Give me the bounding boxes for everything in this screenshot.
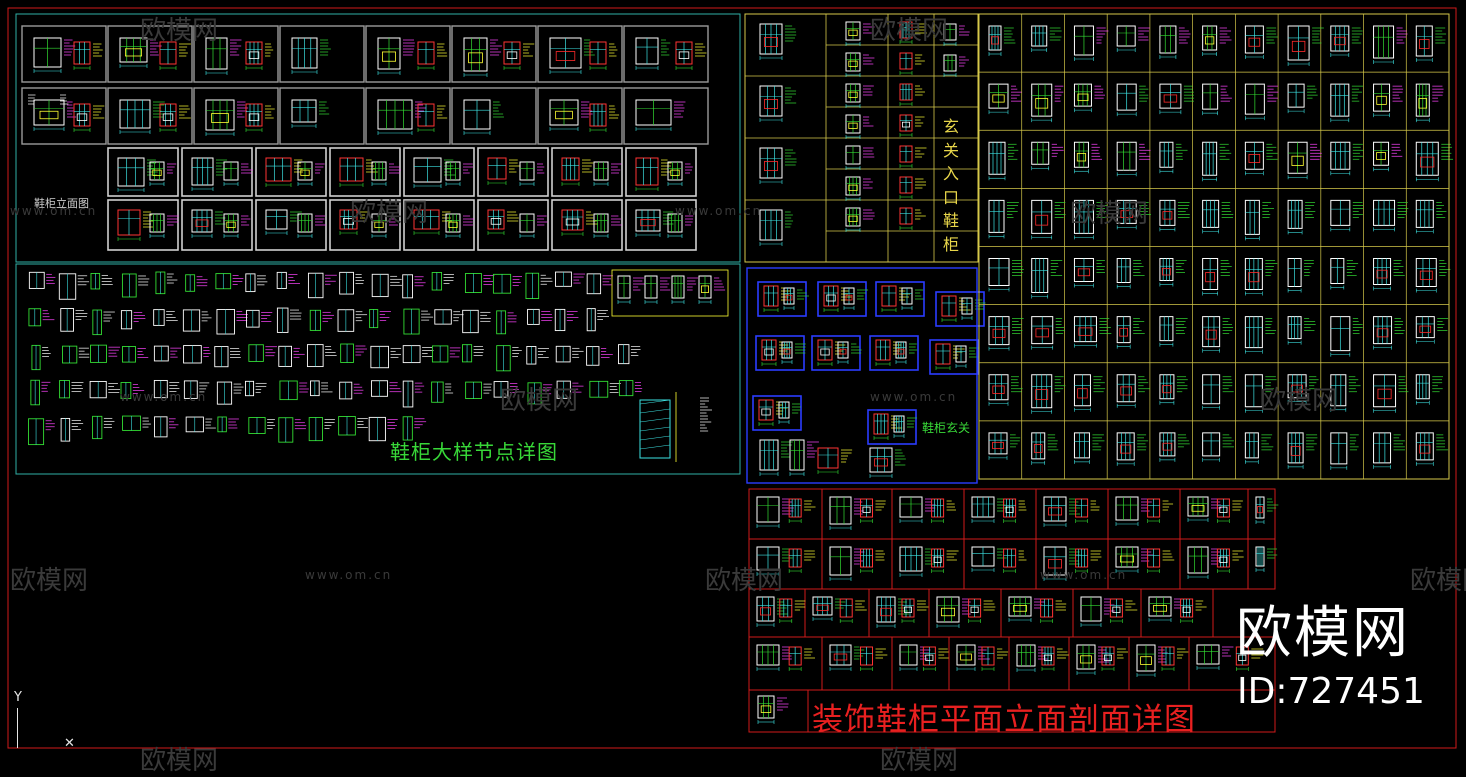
watermark-brand: 欧模网 bbox=[1410, 566, 1466, 596]
node-detail-sheet-frame bbox=[15, 263, 741, 475]
entrance-blue-frame bbox=[746, 267, 978, 484]
entrance-sheet-label: 鞋柜玄关 bbox=[922, 421, 971, 435]
watermark-brand: 欧模网 bbox=[350, 198, 429, 228]
watermark-brand: 欧模网 bbox=[500, 386, 579, 416]
watermark-brand: 欧模网 bbox=[140, 16, 219, 46]
brand-logo-text: 欧模网 bbox=[1236, 601, 1410, 666]
outer-border bbox=[7, 7, 1457, 749]
watermark-brand: 欧模网 bbox=[1070, 199, 1149, 229]
watermark-url: www.om.cn bbox=[10, 204, 98, 218]
entrance-vertical-char: 柜 bbox=[942, 234, 959, 254]
ucs-axis-icon: Y ✕ bbox=[10, 690, 80, 754]
watermark-brand: 欧模网 bbox=[1260, 386, 1339, 416]
ucs-y-label: Y bbox=[14, 690, 22, 705]
watermark-brand: 欧模网 bbox=[10, 566, 89, 596]
main-drawing-title: 装饰鞋柜平面立面剖面详图 bbox=[812, 702, 1196, 738]
detail-grid-frame bbox=[978, 13, 1450, 480]
main-title-frame bbox=[748, 689, 1276, 733]
cad-drawing-canvas[interactable] bbox=[0, 0, 1466, 756]
watermark-brand: 欧模网 bbox=[140, 746, 219, 776]
drawing-details bbox=[21, 14, 1454, 732]
elevation-sheet-frame bbox=[15, 13, 741, 263]
watermark-url: www.om.cn bbox=[120, 390, 208, 404]
entrance-vertical-char: 鞋 bbox=[942, 211, 959, 230]
watermark-url: www.om.cn bbox=[305, 568, 393, 582]
watermark-brand: 欧模网 bbox=[880, 746, 959, 776]
ucs-x-mark: ✕ bbox=[64, 736, 75, 751]
watermark-url: www.om.cn bbox=[870, 390, 958, 404]
watermark-url: www.om.cn bbox=[1040, 568, 1128, 582]
entrance-vertical-char: 玄 bbox=[942, 117, 959, 136]
node-detail-sheet-title: 鞋柜大样节点详图 bbox=[390, 440, 558, 464]
entrance-left-frame bbox=[744, 13, 979, 263]
watermark-brand: 欧模网 bbox=[705, 566, 784, 596]
watermark-brand: 欧模网 bbox=[870, 16, 949, 46]
entrance-vertical-char: 关 bbox=[942, 140, 959, 160]
brand-id-text: ID:727451 bbox=[1237, 671, 1425, 712]
ucs-y-axis-line bbox=[17, 708, 18, 748]
entrance-vertical-char: 入 bbox=[942, 164, 959, 183]
watermark-url: www.om.cn bbox=[675, 204, 763, 218]
elevation-sheet-label: 鞋柜立面图 bbox=[34, 197, 89, 210]
entrance-vertical-char: 口 bbox=[942, 187, 959, 207]
sheet-frames bbox=[7, 7, 1457, 749]
entrance-vertical-title: 玄 关 入 口 鞋 柜 bbox=[940, 115, 962, 256]
